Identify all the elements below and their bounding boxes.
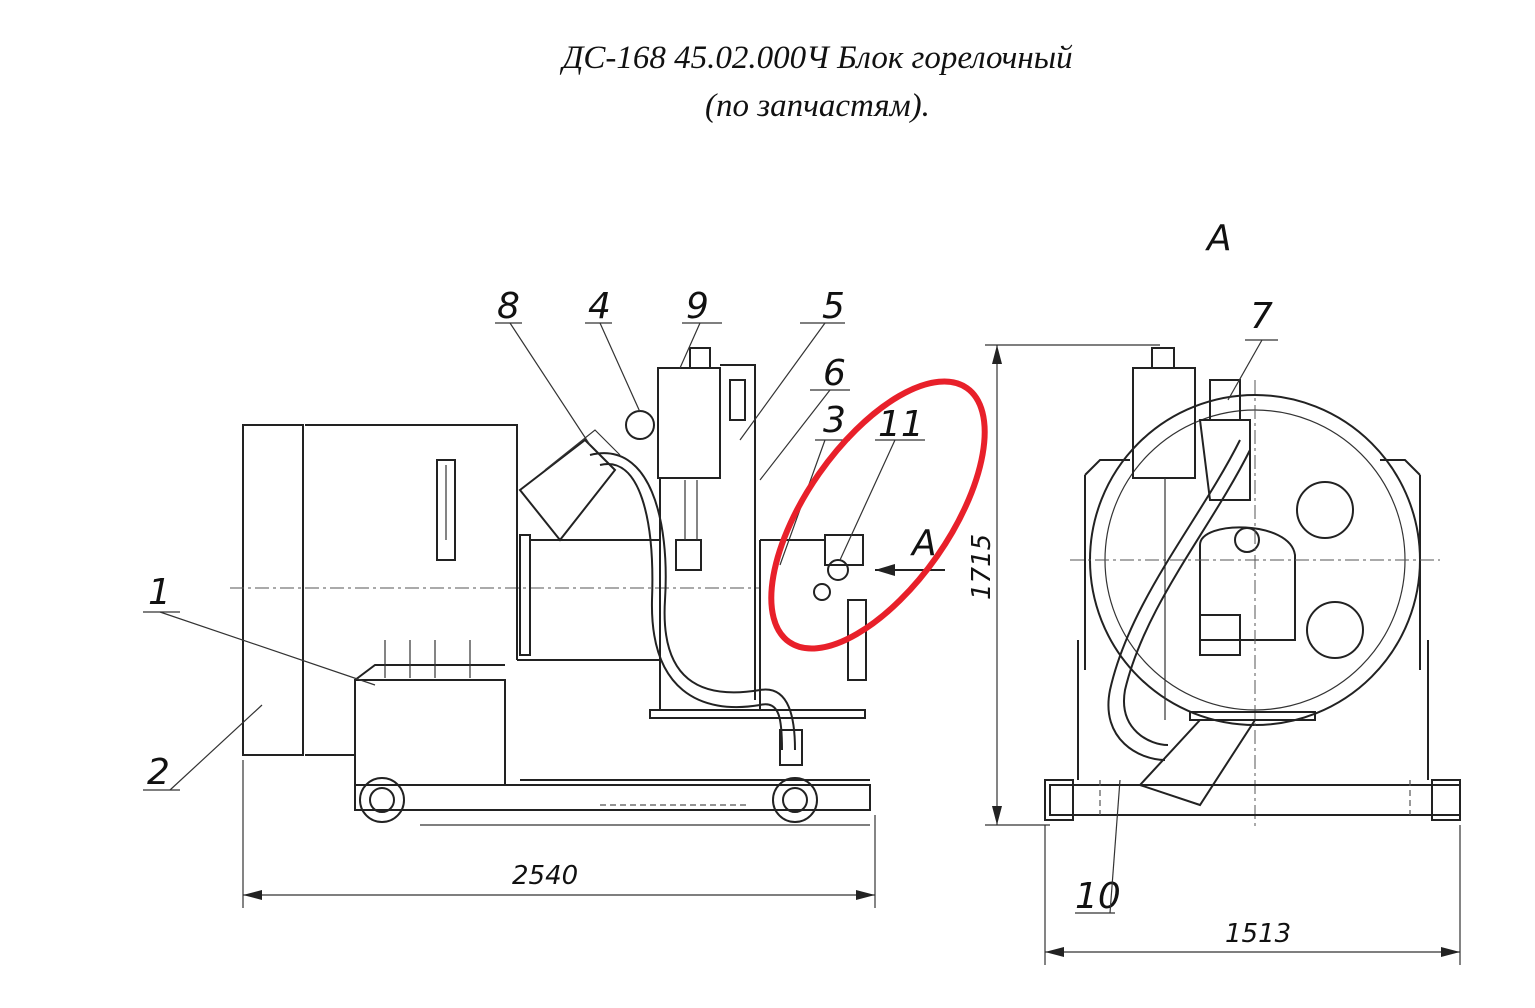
side-view: A 2540 [143,322,945,908]
gauge [625,410,655,440]
tank-box [354,679,506,786]
drawing-subtitle: (по запчастям). [705,88,930,124]
callout-7: 7 [1250,296,1273,337]
sight-window [436,459,456,561]
nozzle-body [518,438,617,542]
blower-box [657,367,721,479]
dimension-height: 1715 [967,534,997,600]
wheel-right [772,777,818,823]
callout-11: 11 [878,404,924,445]
callout-8: 8 [497,286,520,327]
wheel-left [359,777,405,823]
section-arrow-label: A [910,523,937,564]
callout-3: 3 [823,400,846,441]
view-label: A [1205,218,1232,259]
drawing-title: ДС-168 45.02.000Ч Блок горелочный [562,40,1073,76]
dimension-length: 2540 [512,861,578,891]
highlight-ellipse [768,378,988,652]
callout-2: 2 [147,752,170,793]
callout-9: 9 [686,286,709,327]
callout-5: 5 [822,286,845,327]
callout-1: 1 [148,572,171,613]
dimension-width: 1513 [1225,919,1291,949]
callout-6: 6 [823,353,846,394]
left-panel [242,424,304,756]
callout-4: 4 [588,286,611,327]
burner-housing [302,424,518,755]
base-frame [354,784,871,811]
callout-10: 10 [1075,876,1121,917]
view-a: A [967,218,1461,965]
